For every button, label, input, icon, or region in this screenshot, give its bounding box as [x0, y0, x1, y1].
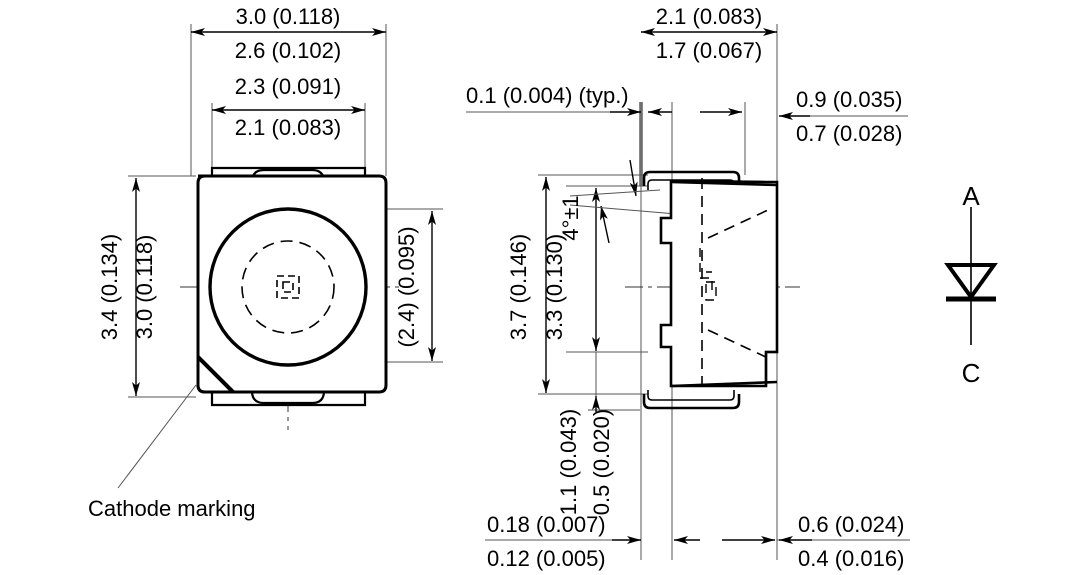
diode-triangle: [944, 263, 998, 301]
lead-pad-bottom-notch: [250, 390, 326, 405]
dim-label-side-0p7: 0.7 (0.028): [796, 121, 902, 146]
side-die-marker: [699, 248, 717, 301]
die-marker: [276, 275, 300, 299]
dim-label-side-0p5: 0.5 (0.020): [589, 409, 614, 515]
lens-inner-dashed-circle: [241, 240, 335, 334]
dim-label-bottom-0p18: 0.18 (0.007): [487, 512, 606, 537]
lead-bottom-bend: [642, 394, 741, 410]
diode-cathode-label: C: [962, 358, 981, 388]
callout-label-cathode-marking: Cathode marking: [88, 496, 256, 521]
top-view-body: [196, 166, 388, 407]
dim-label-side-1p1: 1.1 (0.043): [556, 409, 581, 515]
leader-angle-2: [569, 189, 661, 197]
side-body-top-edge: [670, 180, 778, 187]
dim-label-top-2p6: 2.6 (0.102): [235, 38, 341, 63]
side-body-step-bottom: [764, 350, 777, 385]
dim-label-left-3p4: 3.4 (0.134): [97, 234, 122, 340]
dim-label-left-3p0: 3.0 (0.118): [132, 235, 157, 340]
internal-reflector-dashed: [707, 209, 769, 359]
dim-label-bottom-0p4: 0.4 (0.016): [798, 546, 904, 571]
dim-label-side-3p3: 3.3 (0.130): [542, 234, 567, 340]
lens-circle: [208, 207, 368, 367]
dim-label-top-2p3: 2.3 (0.091): [235, 74, 341, 99]
dim-label-side-2p1: 2.1 (0.083): [656, 4, 762, 29]
diode-anode-label: A: [962, 181, 980, 211]
dim-label-side-0p1-typ: 0.1 (0.004) (typ.): [466, 83, 629, 108]
dim-arrow-angle-lower: [600, 205, 610, 244]
side-body-bottom-edge: [670, 380, 778, 388]
dim-label-right-2p4: (2.4) (0.095): [394, 226, 419, 347]
dim-arrow-angle-upper: [629, 159, 638, 197]
dim-label-bottom-0p6: 0.6 (0.024): [798, 512, 904, 537]
dim-label-top-2p1: 2.1 (0.083): [235, 115, 341, 140]
dim-label-bottom-0p12: 0.12 (0.005): [487, 546, 606, 571]
lead-top-bend: [642, 170, 741, 186]
lead-bottom-bend-inner: [647, 390, 735, 401]
dim-label-top-3p0: 3.0 (0.118): [236, 4, 341, 29]
diode-symbol-geometry: [944, 207, 998, 345]
side-view-body: [642, 170, 779, 410]
cathode-chamfer-edge: [196, 357, 233, 394]
dim-label-angle-4deg: 4°±1: [558, 195, 583, 240]
leader-cathode: [117, 384, 197, 489]
dim-label-side-3p7: 3.7 (0.146): [506, 234, 531, 340]
dim-label-side-1p7: 1.7 (0.067): [656, 38, 762, 63]
side-body-profile: [659, 179, 779, 388]
dim-label-side-0p9: 0.9 (0.035): [796, 87, 902, 112]
cathode-chamfer-line: [196, 355, 235, 394]
